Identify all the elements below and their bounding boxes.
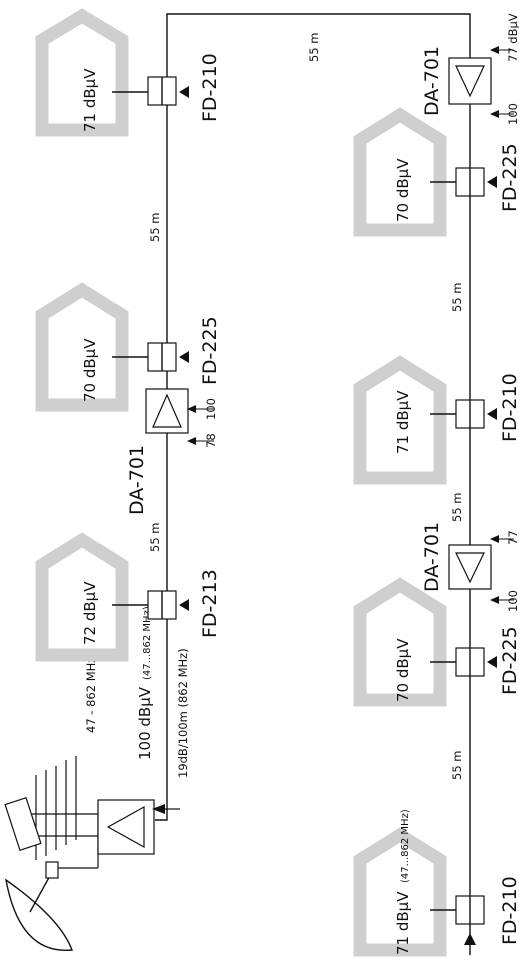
house-icon	[35, 8, 129, 137]
amplifier-3: DA-701 77 dBµV 100	[421, 13, 519, 125]
antenna-icon	[4, 756, 99, 868]
house-icon	[35, 282, 129, 412]
tap-5: FD-210	[455, 373, 519, 442]
amplifier-3-model: DA-701	[421, 46, 443, 116]
tap-4: FD-225	[455, 143, 519, 212]
arrow-icon	[490, 535, 499, 543]
house-3: 72 dBµV	[35, 532, 148, 662]
trunk-cable	[155, 13, 471, 955]
amplifier-1-model: DA-701	[126, 445, 148, 515]
distance-5: 55 m	[450, 493, 464, 523]
house-3-level: 72 dBµV	[81, 581, 99, 645]
house-icon	[353, 827, 447, 957]
tap-7-model: FD-210	[499, 876, 519, 945]
house-2: 70 dBµV	[35, 282, 148, 412]
distance-2: 55 m	[148, 523, 162, 553]
house-7-level: 71 dBµV	[394, 891, 412, 955]
amplifier-triangle-icon	[455, 65, 485, 98]
tap-1: FD-210	[147, 53, 221, 122]
tap-end-arrow-icon	[464, 933, 476, 945]
house-4-level: 70 dBµV	[394, 158, 412, 222]
amplifier-1-output: 100	[204, 398, 218, 420]
headend-band: 47 - 862 MHz	[84, 657, 98, 733]
house-2-level: 70 dBµV	[81, 338, 99, 402]
arrow-icon	[187, 405, 196, 413]
house-5: 71 dBµV	[353, 355, 456, 485]
tap-7: FD-210	[455, 876, 519, 945]
tap-2: FD-225	[147, 316, 221, 385]
house-icon	[353, 355, 447, 485]
house-icon	[353, 577, 447, 707]
headend-amplifier	[97, 799, 155, 855]
amplifier-3-input: 77 dBµV	[506, 13, 519, 62]
arrow-icon	[490, 596, 499, 604]
tap-6-model: FD-225	[499, 626, 519, 695]
arrow-icon	[490, 110, 499, 118]
headend-output-level-note: (47...862 MHz)	[142, 606, 153, 680]
tap-4-model: FD-225	[499, 143, 519, 212]
trunk-line	[155, 13, 471, 955]
cable-loss: 19dB/100m (862 MHz)	[176, 648, 190, 778]
headend-output-level: 100 dBµV	[136, 686, 154, 760]
amplifier-2-model: DA-701	[421, 522, 443, 592]
tap-arrow-icon	[487, 656, 497, 668]
distance-6: 55 m	[450, 751, 464, 781]
tap-6: FD-225	[455, 626, 519, 695]
house-6: 70 dBµV	[353, 577, 456, 707]
tap-arrow-icon	[487, 176, 497, 188]
house-7: 71 dBµV (47...862 MHz)	[353, 809, 456, 957]
signal-arrow-icon	[152, 804, 180, 814]
house-1-level: 71 dBµV	[81, 68, 99, 132]
tap-arrow-icon	[179, 599, 189, 611]
tap-3: FD-213	[147, 569, 221, 638]
house-7-level-note: (47...862 MHz)	[400, 809, 411, 883]
amplifier-2-input: 77	[506, 530, 519, 545]
house-1: 71 dBµV	[35, 8, 148, 137]
distance-4: 55 m	[450, 283, 464, 313]
house-6-level: 70 dBµV	[394, 638, 412, 702]
house-5-level: 71 dBµV	[394, 390, 412, 454]
house-icon	[353, 107, 447, 237]
arrow-icon	[187, 437, 196, 445]
distance-1: 55 m	[148, 213, 162, 243]
headend: 47 - 862 MHz 100 dBµV (47...862 MHz) 19d…	[4, 606, 190, 951]
amplifier-2-output: 100	[506, 590, 519, 612]
amplifier-1-input: 78	[204, 433, 218, 448]
distance-3: 55 m	[307, 33, 321, 63]
amplifier-triangle-icon	[152, 393, 182, 428]
tap-arrow-icon	[487, 408, 497, 420]
tap-arrow-icon	[179, 351, 189, 363]
amplifier-3-output: 100	[506, 103, 519, 125]
satellite-dish-icon	[4, 861, 98, 951]
tap-3-model: FD-213	[199, 569, 221, 638]
amplifier-triangle-icon	[455, 552, 485, 584]
tap-1-model: FD-210	[199, 53, 221, 122]
tap-5-model: FD-210	[499, 373, 519, 442]
amplifier-1: DA-701 100 78	[126, 388, 218, 515]
arrow-icon	[490, 46, 499, 54]
tap-2-model: FD-225	[199, 316, 221, 385]
house-4: 70 dBµV	[353, 107, 456, 237]
amplifier-2: DA-701 77 100	[421, 522, 519, 612]
house-icon	[35, 532, 129, 662]
tap-arrow-icon	[179, 86, 189, 98]
